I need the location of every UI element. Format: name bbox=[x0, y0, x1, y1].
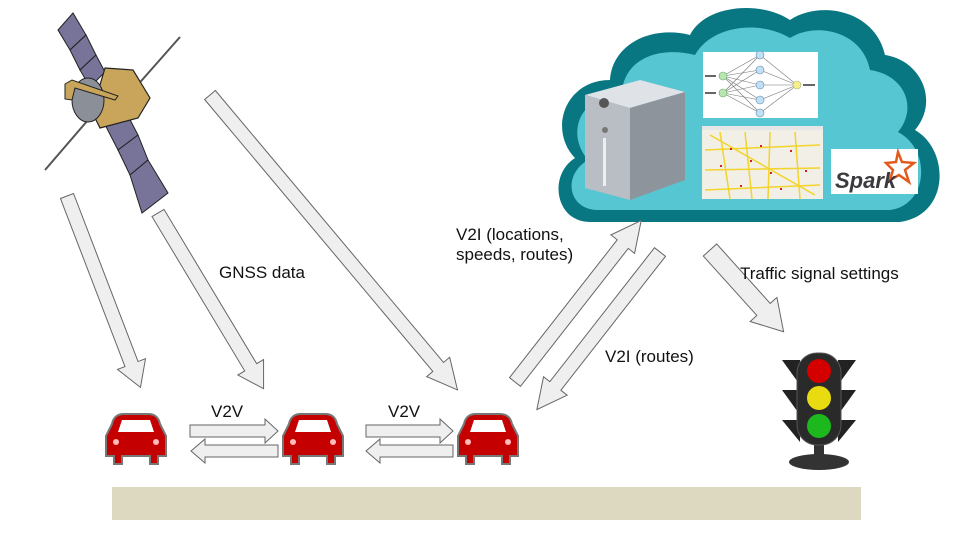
arrow-satellite-to-car1 bbox=[59, 192, 147, 389]
car-icon bbox=[105, 413, 167, 465]
v2i-down-label: V2I (routes) bbox=[605, 347, 694, 366]
neural-network-image bbox=[703, 50, 818, 118]
gnss-data-label: GNSS data bbox=[219, 263, 305, 282]
arrow-satellite-to-car3 bbox=[203, 89, 459, 391]
traffic-light-icon bbox=[782, 352, 856, 470]
satellite-icon bbox=[44, 12, 181, 214]
v2i-up-label-line1: V2I (locations, bbox=[456, 225, 564, 244]
arrow-satellite-to-car2 bbox=[151, 208, 265, 390]
v2v-label-right: V2V bbox=[388, 402, 421, 421]
v2v-arrows-left bbox=[189, 417, 279, 465]
v2i-up-label-line2: speeds, routes) bbox=[456, 245, 574, 264]
arrow-v2i-down bbox=[536, 246, 667, 411]
arrow-traffic-signal bbox=[702, 243, 785, 333]
v2v-label-left: V2V bbox=[211, 402, 244, 421]
server-icon bbox=[585, 80, 685, 200]
spark-logo bbox=[831, 147, 918, 194]
road bbox=[112, 487, 861, 520]
traffic-map-image bbox=[702, 126, 823, 200]
v2v-arrows-right bbox=[365, 417, 454, 465]
car-icon bbox=[457, 413, 519, 465]
spark-logo-text: Spark bbox=[835, 168, 897, 193]
traffic-signal-settings-label: Traffic signal settings bbox=[740, 264, 899, 283]
arrow-v2i-up bbox=[508, 219, 642, 388]
car-icon bbox=[282, 413, 344, 465]
